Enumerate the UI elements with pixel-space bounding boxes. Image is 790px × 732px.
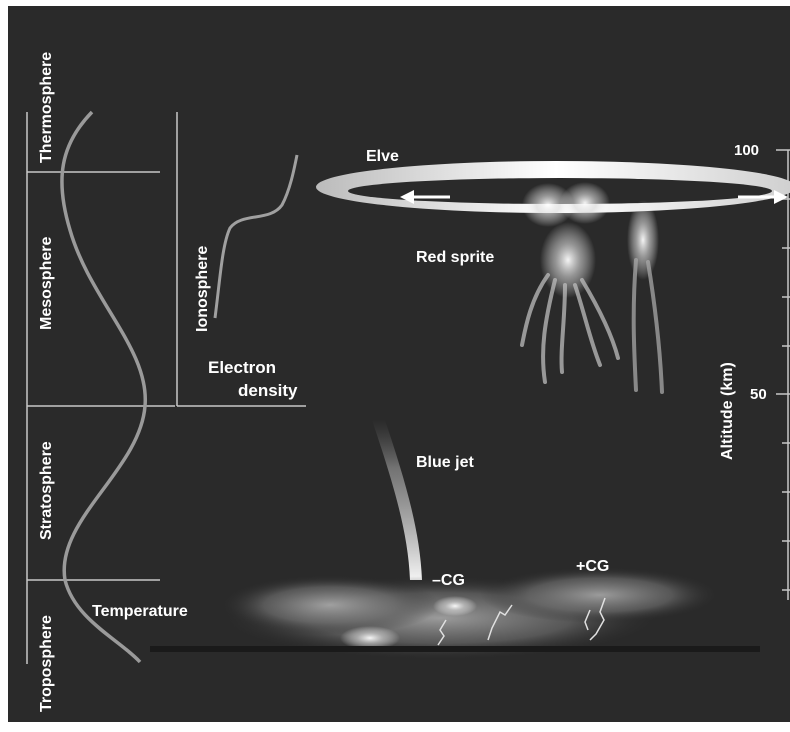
- label-electron-line1: Electron: [208, 358, 276, 377]
- label-pos-cg: +CG: [576, 558, 609, 575]
- label-red-sprite: Red sprite: [416, 249, 494, 266]
- label-mesosphere: Mesosphere: [38, 237, 55, 330]
- label-ionosphere: Ionosphere: [194, 246, 211, 332]
- label-elve: Elve: [366, 148, 399, 165]
- label-stratosphere: Stratosphere: [38, 441, 55, 540]
- tick-label-100: 100: [734, 142, 759, 159]
- label-thermosphere: Thermosphere: [38, 52, 55, 163]
- secondary-sprite-glow: [627, 200, 659, 280]
- label-neg-cg: –CG: [432, 572, 465, 589]
- cloud-mass: [480, 567, 720, 623]
- label-altitude: Altitude (km): [719, 362, 736, 460]
- ground-strip: [150, 646, 760, 652]
- sprite-head-right: [560, 182, 610, 224]
- cloud-mass: [220, 575, 440, 635]
- label-temperature: Temperature: [92, 603, 188, 620]
- label-electron-line2: density: [238, 381, 298, 400]
- label-blue-jet: Blue jet: [416, 454, 474, 471]
- label-troposphere: Troposphere: [38, 615, 55, 712]
- sprite-tendril: [634, 260, 636, 390]
- cloud-flash: [433, 596, 477, 616]
- tick-label-50: 50: [750, 386, 767, 403]
